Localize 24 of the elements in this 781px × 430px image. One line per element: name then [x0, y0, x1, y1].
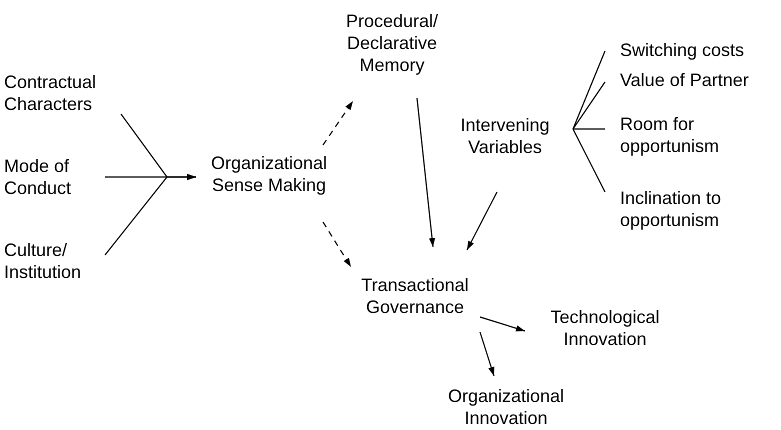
arrow — [322, 100, 354, 146]
node-label: Organizational Innovation — [446, 385, 566, 429]
arrow — [416, 98, 436, 248]
connector-line — [572, 82, 606, 130]
node-label: Value of Partner — [620, 69, 749, 91]
node-label: Room for opportunism — [620, 113, 720, 157]
node-label: Procedural/ Declarative Memory — [344, 10, 440, 76]
connector-line — [573, 128, 605, 130]
arrow — [466, 192, 498, 250]
node-label: Mode of Conduct — [4, 155, 72, 199]
node-label: Organizational Sense Making — [210, 152, 328, 196]
connector-line — [572, 50, 606, 130]
arrow — [479, 332, 495, 376]
arrow — [322, 222, 352, 268]
arrow — [480, 316, 526, 332]
node-label: Inclination to opportunism — [620, 187, 722, 231]
node-label: Technological Innovation — [549, 306, 661, 350]
node-label: Switching costs — [620, 39, 744, 61]
node-label: Contractual Characters — [4, 71, 98, 115]
connector-line — [572, 128, 606, 192]
node-label: Culture/ Institution — [4, 239, 82, 283]
node-label: Transactional Governance — [360, 274, 470, 318]
arrow — [104, 174, 196, 256]
node-label: Intervening Variables — [459, 114, 551, 158]
